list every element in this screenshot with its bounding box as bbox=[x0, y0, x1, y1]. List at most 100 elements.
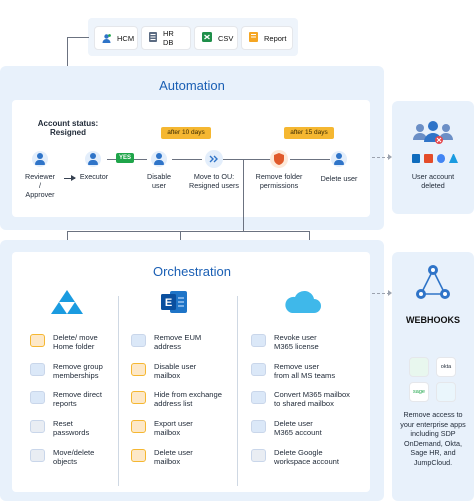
list-item: Delete user M365 account bbox=[251, 419, 322, 437]
app-icons-row bbox=[412, 154, 458, 166]
source-label: HR DB bbox=[163, 29, 174, 47]
m365-account-icon bbox=[251, 420, 266, 433]
report-icon bbox=[248, 31, 259, 45]
yes-badge: YES bbox=[116, 153, 134, 163]
item-label: Delete/ move Home folder bbox=[53, 333, 98, 351]
teams-icon bbox=[251, 363, 266, 376]
group-icon bbox=[30, 363, 45, 376]
webhooks-icon bbox=[413, 262, 453, 306]
azure-icon bbox=[449, 154, 458, 163]
reviewer-label: Reviewer / Approver bbox=[25, 172, 55, 199]
license-icon bbox=[251, 334, 266, 347]
list-item: Move/delete objects bbox=[30, 448, 94, 466]
source-hr-db: HR DB bbox=[141, 26, 191, 50]
sage-icon: sage bbox=[409, 382, 429, 402]
exchange-icon: E bbox=[160, 288, 188, 316]
csv-icon bbox=[201, 31, 213, 45]
jumpcloud-icon bbox=[436, 382, 456, 402]
list-item: Disable user mailbox bbox=[131, 362, 196, 380]
source-report: Report bbox=[241, 26, 293, 50]
webhooks-description: Remove access to your enterprise apps in… bbox=[400, 410, 466, 467]
list-item: Remove EUM address bbox=[131, 333, 201, 351]
automation-box bbox=[12, 100, 370, 217]
shared-mailbox-icon bbox=[251, 391, 266, 404]
disable-user-icon bbox=[151, 151, 167, 167]
connector-line bbox=[223, 159, 273, 160]
eum-icon bbox=[131, 334, 146, 347]
google-icon bbox=[251, 449, 266, 462]
outlook-icon bbox=[412, 154, 421, 163]
cloud-icon bbox=[282, 289, 322, 315]
list-item: Reset passwords bbox=[30, 419, 89, 437]
users-group-icon bbox=[408, 118, 458, 148]
delete-user-icon bbox=[331, 151, 347, 167]
list-item: Export user mailbox bbox=[131, 419, 193, 437]
column-divider bbox=[237, 296, 238, 486]
item-label: Delete Google workspace account bbox=[274, 448, 340, 466]
list-item: Delete/ move Home folder bbox=[30, 333, 98, 351]
source-hcm: HCM bbox=[94, 26, 138, 50]
connector-line bbox=[67, 37, 89, 38]
executor-label: Executor bbox=[79, 172, 109, 181]
office-icon bbox=[424, 154, 433, 163]
connector-line bbox=[290, 159, 330, 160]
okta-icon: okta bbox=[436, 357, 456, 377]
item-label: Disable user mailbox bbox=[154, 362, 197, 380]
hr-db-icon bbox=[148, 31, 158, 45]
item-label: Hide from exchange address list bbox=[154, 390, 222, 408]
reviewer-icon bbox=[32, 151, 48, 167]
deleted-label: User account deleted bbox=[411, 172, 455, 190]
source-csv: CSV bbox=[194, 26, 238, 50]
item-label: Remove group memberships bbox=[53, 362, 103, 380]
move-ou-icon bbox=[205, 150, 223, 168]
item-label: Revoke user M365 license bbox=[274, 333, 319, 351]
deleted-panel bbox=[392, 101, 474, 214]
delete-mailbox-icon bbox=[131, 449, 146, 462]
after-15-days-tag: after 15 days bbox=[284, 127, 334, 139]
executor-icon bbox=[85, 151, 101, 167]
connector-line bbox=[172, 159, 202, 160]
step-label: Move to OU: Resigned users bbox=[189, 172, 239, 190]
item-label: Move/delete objects bbox=[53, 448, 95, 466]
svg-text:E: E bbox=[165, 297, 172, 309]
column-divider bbox=[118, 296, 119, 486]
item-label: Convert M365 mailbox to shared mailbox bbox=[274, 390, 350, 408]
folder-icon bbox=[30, 334, 45, 347]
step-label: Remove folder permissions bbox=[255, 172, 303, 190]
orchestration-box bbox=[12, 252, 370, 492]
dashed-arrow bbox=[372, 290, 392, 296]
item-label: Remove user from all MS teams bbox=[274, 362, 336, 380]
hcm-icon bbox=[101, 33, 112, 44]
connector-line bbox=[67, 231, 310, 232]
step-label: Delete user bbox=[320, 174, 358, 183]
list-item: Delete user mailbox bbox=[131, 448, 193, 466]
orchestration-title: Orchestration bbox=[152, 264, 232, 279]
item-label: Delete user M365 account bbox=[274, 419, 322, 437]
objects-icon bbox=[30, 449, 45, 462]
item-label: Remove EUM address bbox=[154, 333, 202, 351]
arrow bbox=[64, 175, 76, 181]
mailbox-icon bbox=[131, 363, 146, 376]
source-label: HCM bbox=[117, 33, 135, 43]
google-icon bbox=[436, 154, 446, 163]
list-item: Convert M365 mailbox to shared mailbox bbox=[251, 390, 350, 408]
active-directory-icon bbox=[51, 289, 83, 315]
dashed-arrow bbox=[372, 154, 392, 160]
item-label: Reset passwords bbox=[53, 419, 90, 437]
hide-icon bbox=[131, 391, 146, 404]
list-item: Remove direct reports bbox=[30, 390, 102, 408]
export-icon bbox=[131, 420, 146, 433]
webhooks-title: WEBHOOKS bbox=[406, 315, 460, 325]
list-item: Revoke user M365 license bbox=[251, 333, 319, 351]
connector-line bbox=[243, 160, 244, 232]
after-10-days-tag: after 10 days bbox=[161, 127, 211, 139]
list-item: Delete Google workspace account bbox=[251, 448, 339, 466]
folder-permission-icon bbox=[270, 150, 288, 168]
automation-title: Automation bbox=[159, 78, 225, 93]
password-icon bbox=[30, 420, 45, 433]
list-item: Hide from exchange address list bbox=[131, 390, 222, 408]
account-status-label: Account status: Resigned bbox=[37, 119, 99, 137]
sdp-icon bbox=[409, 357, 429, 377]
item-label: Export user mailbox bbox=[154, 419, 193, 437]
source-label: CSV bbox=[218, 33, 234, 43]
